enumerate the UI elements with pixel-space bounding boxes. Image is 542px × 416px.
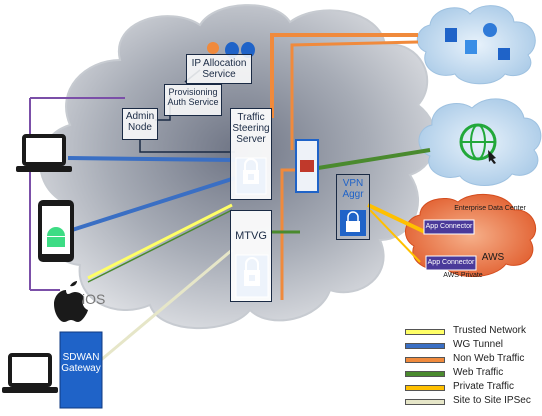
legend-swatch: [405, 343, 445, 349]
admin-node-box: [122, 108, 158, 140]
firewall-icon: [295, 139, 319, 193]
admin-node-label: Admin Node: [125, 111, 155, 133]
wg-tunnel-laptop: [67, 156, 236, 162]
globe-icon: [459, 123, 497, 164]
legend-swatch: [405, 357, 445, 363]
connections: [29, 33, 431, 367]
sdwan-gateway-label: SDWAN Gateway: [61, 352, 101, 374]
app-connector-2-box: [425, 255, 477, 271]
legend-label: Web Traffic: [453, 367, 504, 378]
web-traffic-line: [317, 148, 431, 170]
traffic-steering-label: Traffic Steering Server: [232, 112, 270, 145]
ipsec-line: [94, 248, 233, 367]
trusted-network-line-2: [87, 209, 233, 283]
laptop-bottom-icon: [2, 353, 58, 393]
app-connector-2-label: App Connector: [427, 259, 475, 266]
legend-swatch: [405, 329, 445, 335]
sdwan-gateway-box: [59, 331, 103, 409]
ip-allocation-label: IP Allocation Service: [191, 58, 247, 80]
apple-logo-icon: [54, 281, 88, 322]
admin-steering-line: [139, 140, 235, 153]
legend-label: Private Traffic: [453, 381, 514, 392]
legend-swatch: [405, 371, 445, 377]
legend-label: WG Tunnel: [453, 339, 504, 350]
private-traffic-line: [367, 203, 426, 234]
legend-swatch: [405, 399, 445, 405]
non-web-line-2: [290, 40, 419, 150]
provisioning-label: Provisioning Auth Service: [167, 87, 219, 107]
mtvg-box: [230, 210, 272, 302]
vpn-aggr-lock-icon: [340, 210, 366, 236]
non-web-line-1: [270, 33, 418, 118]
aws-label: AWS: [481, 252, 505, 263]
traffic-steering-box: [230, 108, 272, 200]
provisioning-box: [164, 84, 222, 116]
legend-swatch: [405, 385, 445, 391]
aws-private-label: AWS Private: [443, 272, 483, 279]
vpn-aggr-label: VPN Aggr: [342, 178, 364, 200]
laptop-icon: [16, 134, 72, 172]
ip-allocation-box: [186, 54, 252, 84]
legend-label: Non Web Traffic: [453, 353, 525, 364]
enterprise-dc-label: Enterprise Data Center: [454, 205, 526, 212]
legend-label: Site to Site IPSec: [453, 395, 531, 406]
trusted-network-line: [87, 203, 233, 280]
mtvg-label: MTVG: [235, 230, 267, 242]
saas-app-icons: [445, 23, 510, 60]
android-phone-icon: [38, 200, 74, 262]
non-web-line-3: [280, 168, 296, 300]
wg-tunnel-android: [71, 176, 236, 232]
app-connector-1-box: [423, 219, 475, 235]
private-traffic-line-2: [369, 209, 421, 263]
legend-label: Trusted Network: [453, 325, 526, 336]
vpn-aggr-box: [336, 174, 370, 240]
app-connector-1-label: App Connector: [425, 223, 473, 230]
ios-label: iOS: [82, 291, 106, 307]
